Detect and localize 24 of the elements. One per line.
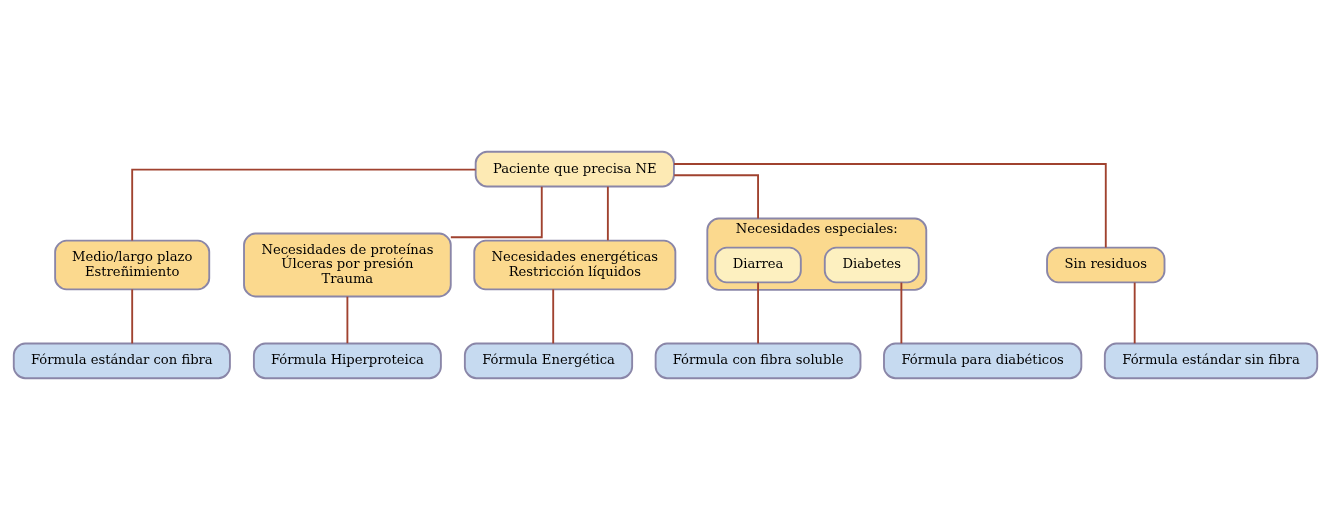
node-box: Fórmula estándar sin fibra xyxy=(1103,342,1319,379)
connector xyxy=(449,185,543,238)
node-box: Fórmula para diabéticos xyxy=(883,342,1083,379)
node-box: Diabetes xyxy=(823,246,920,283)
connector xyxy=(673,173,759,219)
node-box: Sin residuos xyxy=(1046,246,1166,283)
connector xyxy=(131,168,477,241)
node-box: Diarrea xyxy=(714,246,802,283)
connector xyxy=(131,288,134,344)
node-box: Fórmula Energética xyxy=(463,342,634,379)
node-box: Necesidades de proteínas Úlceras por presión Trauma xyxy=(243,232,452,297)
node-box: Fórmula estándar con fibra xyxy=(12,342,231,379)
connector xyxy=(346,295,349,344)
node-box: Fórmula con fibra soluble xyxy=(654,342,862,379)
connector xyxy=(1133,281,1136,344)
connector xyxy=(673,162,1107,248)
node-box: Necesidades energéticas Restricción líquidos xyxy=(473,239,677,290)
connector xyxy=(552,288,555,344)
connector xyxy=(757,281,759,344)
connector xyxy=(606,185,609,241)
node-box: Medio/largo plazo Estreñimiento xyxy=(54,239,211,290)
node-box: Fórmula Hiperproteica xyxy=(252,342,442,379)
connector xyxy=(900,281,903,344)
node-box: Paciente que precisa NE xyxy=(474,150,675,187)
